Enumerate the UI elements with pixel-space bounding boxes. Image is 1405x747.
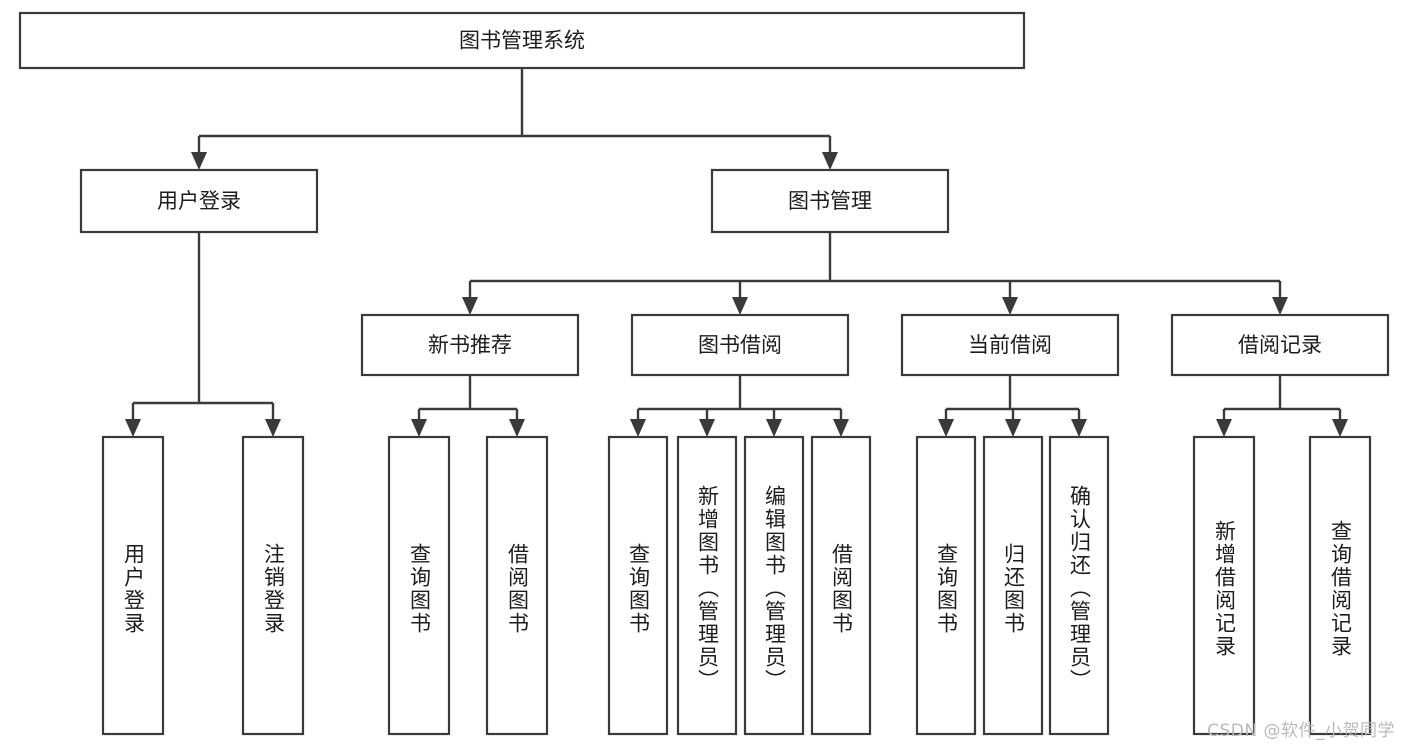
node-box-leaf-borrow-book[interactable] xyxy=(810,435,872,736)
node-box-leaf-borrow-book-recommend[interactable] xyxy=(485,435,549,736)
node-label-root: 图书管理系统 xyxy=(459,29,585,53)
node-label-book-manage: 图书管理 xyxy=(788,189,872,213)
node-box-user-login[interactable] xyxy=(79,168,319,234)
node-box-leaf-query-borrow-record[interactable] xyxy=(1308,435,1372,736)
connectors-layer xyxy=(125,68,1348,437)
node-label-book-borrow: 图书借阅 xyxy=(698,333,782,357)
node-label-new-book-recommend: 新书推荐 xyxy=(428,333,512,357)
node-box-leaf-query-book-current[interactable] xyxy=(915,435,977,736)
node-label-user-login: 用户登录 xyxy=(157,189,241,213)
node-box-borrow-record[interactable] xyxy=(1170,313,1390,377)
node-box-leaf-edit-book-admin[interactable] xyxy=(743,435,805,736)
node-box-leaf-confirm-return-admin[interactable] xyxy=(1048,435,1110,736)
node-box-leaf-add-book-admin[interactable] xyxy=(676,435,738,736)
node-box-book-manage[interactable] xyxy=(710,168,950,234)
node-box-book-borrow[interactable] xyxy=(630,313,850,377)
node-box-new-book-recommend[interactable] xyxy=(360,313,580,377)
node-box-leaf-user-login[interactable] xyxy=(101,435,165,736)
node-box-leaf-add-borrow-record[interactable] xyxy=(1192,435,1256,736)
watermark-text: CSDN @软件_小贺同学 xyxy=(1207,721,1395,741)
node-box-current-borrow[interactable] xyxy=(900,313,1120,377)
node-box-leaf-logout[interactable] xyxy=(241,435,305,736)
node-label-current-borrow: 当前借阅 xyxy=(968,333,1052,357)
node-box-leaf-query-book-recommend[interactable] xyxy=(387,435,451,736)
node-box-leaf-return-book[interactable] xyxy=(982,435,1044,736)
node-box-root[interactable] xyxy=(18,11,1026,70)
node-label-borrow-record: 借阅记录 xyxy=(1238,333,1322,357)
boxes-layer xyxy=(18,11,1390,736)
node-box-leaf-query-book-borrow[interactable] xyxy=(607,435,669,736)
